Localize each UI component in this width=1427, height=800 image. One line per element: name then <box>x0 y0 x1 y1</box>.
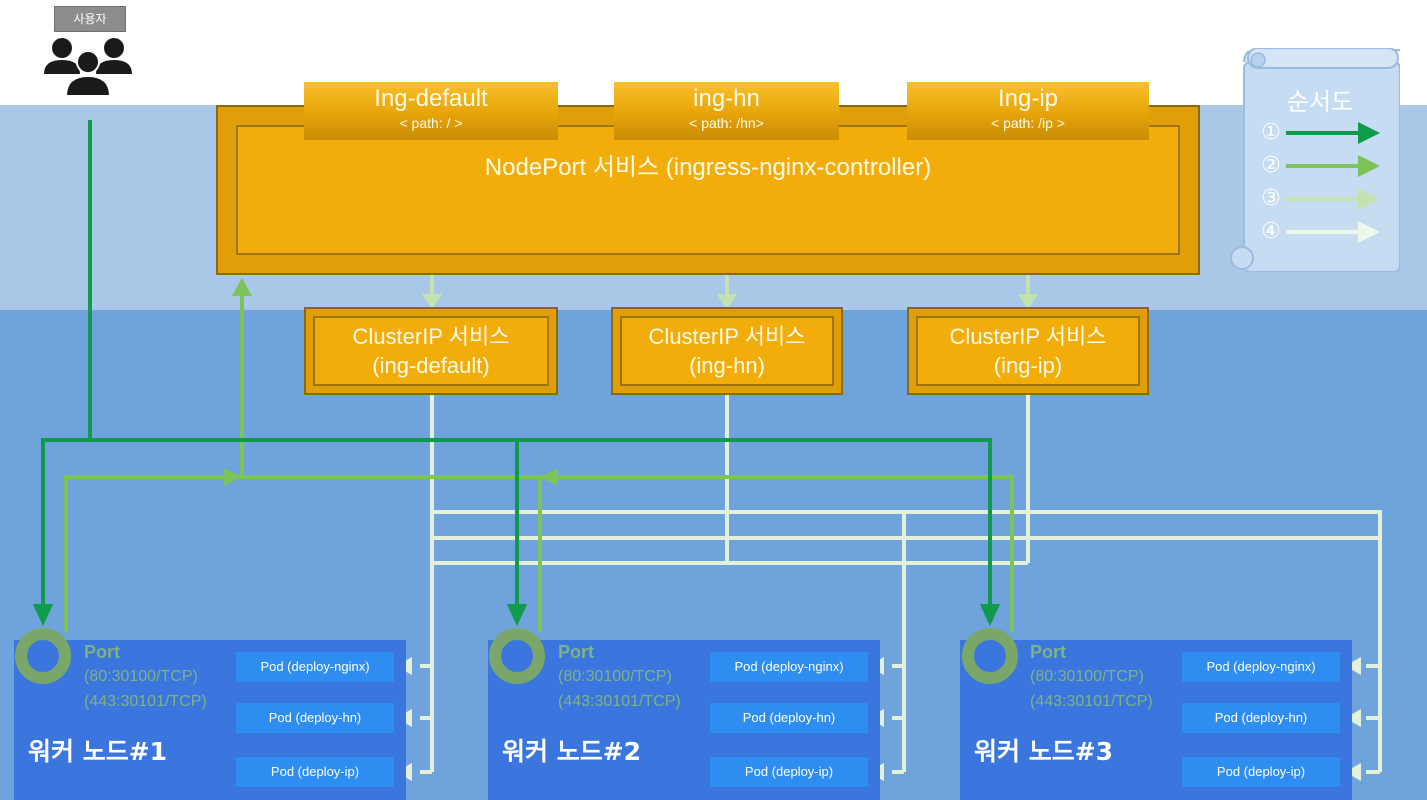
worker-node-title: 워커 노드#1 <box>28 737 168 766</box>
ingress-name: ing-hn <box>693 85 760 112</box>
pod-deploy-nginx: Pod (deploy-nginx) <box>1182 652 1340 682</box>
clusterip-label: ClusterIP 서비스 <box>648 324 806 349</box>
port-http: (80:30100/TCP) <box>1030 668 1144 685</box>
legend-title: 순서도 <box>1286 88 1354 116</box>
port-ring-icon <box>15 628 71 684</box>
clusterip-label: ClusterIP 서비스 <box>949 324 1107 349</box>
ingress-default: Ing-default < path: / > <box>304 82 558 140</box>
worker-node-2: Port (80:30100/TCP) (443:30101/TCP) 워커 노… <box>488 640 880 800</box>
clusterip-service-hn: ClusterIP 서비스 (ing-hn) <box>611 307 843 395</box>
port-https: (443:30101/TCP) <box>558 693 681 710</box>
pod-deploy-ip: Pod (deploy-ip) <box>1182 757 1340 787</box>
legend-step-3: ③ <box>1261 186 1281 211</box>
user-label: 사용자 <box>54 6 126 32</box>
pod-deploy-nginx: Pod (deploy-nginx) <box>710 652 868 682</box>
step2-arrowheads <box>224 278 558 486</box>
users-icon <box>44 38 132 97</box>
worker-node-3: Port (80:30100/TCP) (443:30101/TCP) 워커 노… <box>960 640 1352 800</box>
ingress-name: Ing-default <box>374 85 488 112</box>
ingress-path: < path: /hn> <box>689 115 764 131</box>
ingress-ip: Ing-ip < path: /ip > <box>907 82 1149 140</box>
ingress-name: Ing-ip <box>997 85 1059 112</box>
port-label: Port <box>1030 642 1066 662</box>
ingress-path: < path: /ip > <box>991 115 1065 131</box>
port-ring-icon <box>489 628 545 684</box>
clusterip-label: ClusterIP 서비스 <box>352 324 510 349</box>
clusterip-service-ip: ClusterIP 서비스 (ing-ip) <box>907 307 1149 395</box>
worker-node-1: Port (80:30100/TCP) (443:30101/TCP) 워커 노… <box>14 640 406 800</box>
clusterip-service-default: ClusterIP 서비스 (ing-default) <box>304 307 558 395</box>
port-http: (80:30100/TCP) <box>558 668 672 685</box>
ingress-hn: ing-hn < path: /hn> <box>614 82 839 140</box>
port-ring-icon <box>962 628 1018 684</box>
pod-deploy-ip: Pod (deploy-ip) <box>236 757 394 787</box>
nodeport-service-title: NodePort 서비스 (ingress-nginx-controller) <box>484 154 932 181</box>
ingress-path: < path: / > <box>399 115 463 131</box>
pod-deploy-ip: Pod (deploy-ip) <box>710 757 868 787</box>
worker-node-title: 워커 노드#2 <box>502 737 642 766</box>
pod-deploy-hn: Pod (deploy-hn) <box>1182 703 1340 733</box>
step3-arrowheads <box>422 294 1038 310</box>
step2-lines <box>64 292 1014 632</box>
port-label: Port <box>558 642 594 662</box>
legend-step-2: ② <box>1261 153 1281 178</box>
legend-step-1: ① <box>1261 120 1281 145</box>
worker-node-title: 워커 노드#3 <box>974 737 1114 766</box>
clusterip-name: (ing-hn) <box>689 353 765 378</box>
clusterip-name: (ing-default) <box>372 353 490 378</box>
clusterip-name: (ing-ip) <box>993 353 1063 378</box>
port-label: Port <box>84 642 120 662</box>
pod-deploy-hn: Pod (deploy-hn) <box>710 703 868 733</box>
legend-step-4: ④ <box>1261 219 1281 244</box>
port-http: (80:30100/TCP) <box>84 668 198 685</box>
pod-deploy-nginx: Pod (deploy-nginx) <box>236 652 394 682</box>
pod-deploy-hn: Pod (deploy-hn) <box>236 703 394 733</box>
step1-lines <box>41 120 992 605</box>
port-https: (443:30101/TCP) <box>84 693 207 710</box>
port-https: (443:30101/TCP) <box>1030 693 1153 710</box>
